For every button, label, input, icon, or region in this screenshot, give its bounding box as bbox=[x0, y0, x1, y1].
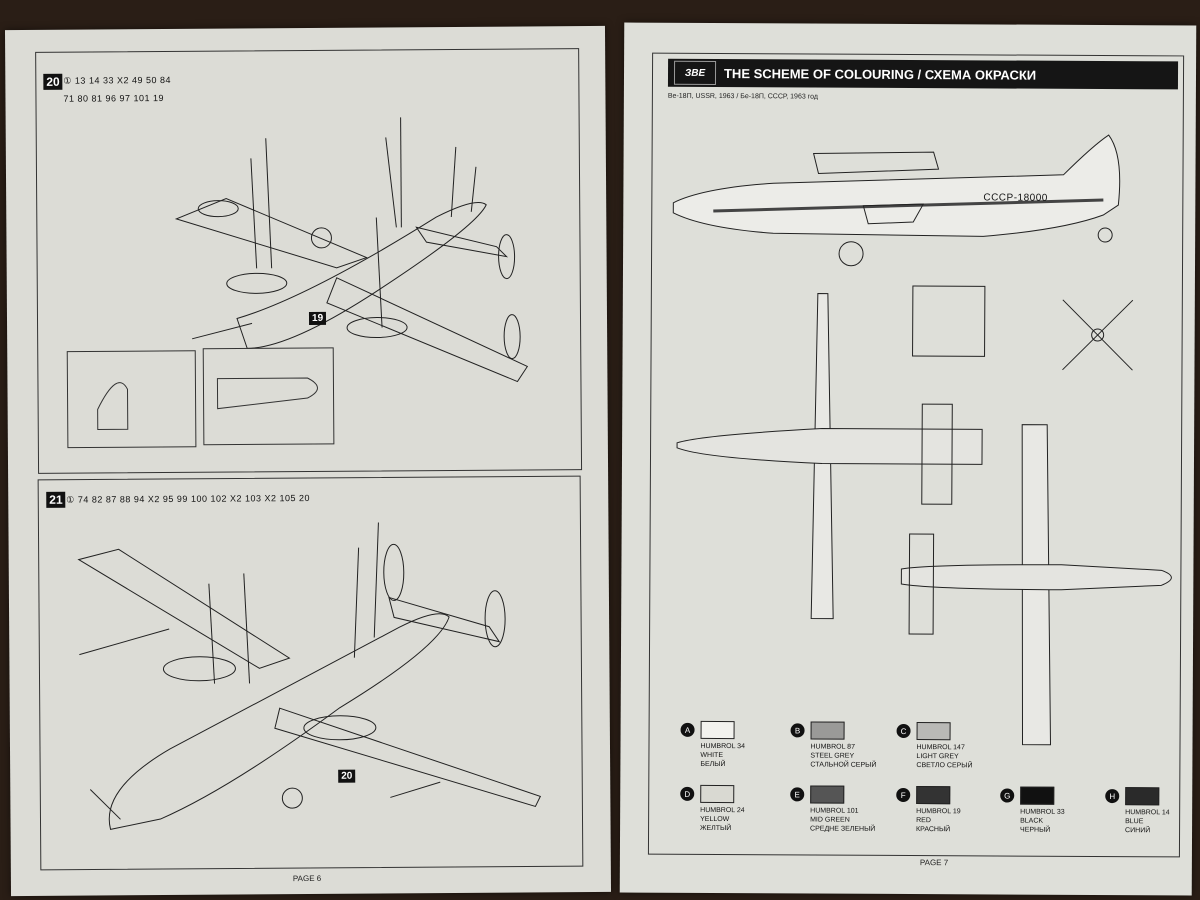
colour-scheme-drawings bbox=[672, 134, 1172, 746]
step-21-assembly-tag: 20 bbox=[338, 769, 356, 783]
step-20-aircraft-drawing bbox=[37, 117, 584, 871]
right-page: ЗВЕ THE SCHEME OF COLOURING / СХЕМА ОКРА… bbox=[619, 22, 1197, 896]
registration-side: CCCP-18000 bbox=[983, 192, 1048, 204]
step-20-assembly-tag: 19 bbox=[308, 311, 327, 325]
step-21-number: 21 bbox=[46, 491, 66, 508]
left-page: 20 ① 13 14 33 X2 49 50 84 71 80 81 96 97… bbox=[4, 25, 612, 897]
left-page-number: PAGE 6 bbox=[292, 873, 322, 884]
right-page-number: PAGE 7 bbox=[919, 858, 949, 868]
step-21-parts: ① 74 82 87 88 94 X2 95 99 100 102 X2 103… bbox=[66, 492, 311, 505]
